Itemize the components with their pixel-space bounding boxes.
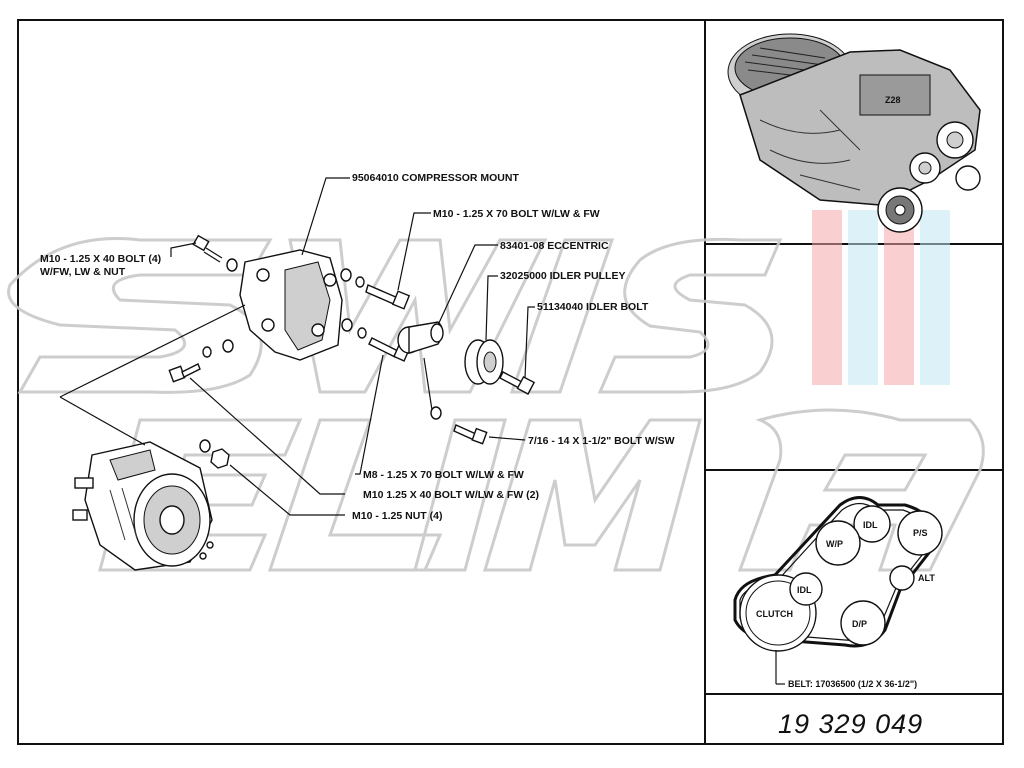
pulley-label-wp: W/P xyxy=(826,539,843,549)
svg-text:Z28: Z28 xyxy=(885,95,901,105)
callout-bolt-7-16: 7/16 - 14 X 1-1/2" BOLT W/SW xyxy=(528,435,675,447)
idler-bolt-part xyxy=(499,371,536,395)
pulley-dp xyxy=(840,600,886,646)
pulley-label-idl-low: IDL xyxy=(797,585,812,595)
sheet-border xyxy=(17,19,1004,745)
engine-illustration: Z28 xyxy=(727,33,981,233)
callout-bolt-40-left-line2: W/FW, LW & NUT xyxy=(40,266,126,278)
exploded-parts xyxy=(72,234,536,571)
pulley-ps xyxy=(897,510,943,556)
callout-bolt-m10-40: M10 1.25 X 40 BOLT W/LW & FW (2) xyxy=(363,489,539,501)
callout-nut-m10: M10 - 1.25 NUT (4) xyxy=(352,510,442,522)
callout-idler-pulley: 32025000 IDLER PULLEY xyxy=(500,270,625,282)
pulley-wp xyxy=(815,520,861,566)
bolt-m10-40-top-left xyxy=(192,234,223,263)
callout-bolt-40-left-line1: M10 - 1.25 X 40 BOLT (4) xyxy=(40,253,161,265)
washer-compressor xyxy=(199,439,211,453)
leader-lines xyxy=(59,177,535,516)
eccentric-part xyxy=(397,321,444,354)
bolt-m10-40-lower xyxy=(168,363,201,383)
bolt-7-16-part xyxy=(453,424,488,445)
pulley-label-clutch: CLUTCH xyxy=(756,609,793,619)
pulley-idl-low xyxy=(789,572,823,606)
callout-eccentric: 83401-08 ECCENTRIC xyxy=(500,240,609,252)
callout-bolt-70-top: M10 - 1.25 X 70 BOLT W/LW & FW xyxy=(433,208,600,220)
compressor-mount-part xyxy=(239,249,343,361)
callout-bolt-m8: M8 - 1.25 X 70 BOLT W/LW & FW xyxy=(363,469,524,481)
nut-m10 xyxy=(210,448,230,469)
callout-compressor-mount: 95064010 COMPRESSOR MOUNT xyxy=(352,172,519,184)
part-number: 19 329 049 xyxy=(778,709,923,739)
watermark xyxy=(7,210,985,572)
callout-idler-bolt: 51134040 IDLER BOLT xyxy=(537,301,649,313)
ac-compressor-part xyxy=(72,441,214,571)
belt-routing-diagram: IDL P/S W/P ALT IDL CLUTCH D/P BELT: 170… xyxy=(733,496,943,689)
idler-pulley-part xyxy=(464,339,504,385)
bolt-m10-70 xyxy=(365,284,411,310)
pulley-label-dp: D/P xyxy=(852,619,867,629)
belt-label: BELT: 17036500 (1/2 X 36-1/2") xyxy=(788,679,917,689)
pulley-alt xyxy=(889,565,915,591)
pulley-label-idl-top: IDL xyxy=(863,520,878,530)
callout-labels: 95064010 COMPRESSOR MOUNT M10 - 1.25 X 7… xyxy=(40,172,675,522)
pulley-idl-top xyxy=(853,505,891,543)
pulley-label-alt: ALT xyxy=(918,573,935,583)
pulley-label-ps: P/S xyxy=(913,528,928,538)
